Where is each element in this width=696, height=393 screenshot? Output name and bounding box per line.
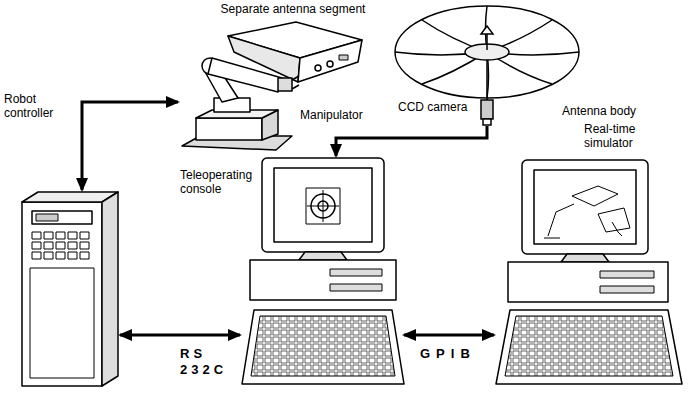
robot-controller-figure: [80, 252, 89, 259]
robot-controller-figure: [68, 232, 77, 239]
device-area: Real-time simulator: [494, 158, 684, 386]
antenna-dish-figure: [486, 34, 488, 50]
device-label: CCD camera: [398, 100, 476, 114]
simulator-computer-figure: [534, 170, 636, 244]
console-computer-figure: [307, 206, 339, 207]
robot-controller-figure: [32, 232, 89, 259]
console-computer-figure: [242, 310, 404, 384]
signal-label: RS 232C: [180, 346, 236, 378]
robot-controller-figure: [36, 214, 58, 221]
manipulator-figure: [208, 58, 282, 92]
manipulator-figure: [196, 118, 262, 140]
simulator-computer-figure: [496, 160, 682, 384]
console-computer-figure: [306, 188, 340, 224]
robot-controller-figure: [102, 192, 118, 386]
antenna-segment-figure: [298, 40, 362, 82]
simulator-computer-figure: [522, 160, 648, 254]
robot-controller-figure: [44, 252, 53, 259]
robot-controller-figure: [32, 242, 41, 249]
ccd-camera-figure: [481, 60, 493, 125]
robot-controller-figure: [68, 242, 77, 249]
device-area: Antenna body: [395, 4, 579, 100]
antenna-dish-figure: [481, 26, 493, 34]
console-computer-figure: [262, 158, 384, 252]
console-computer-figure: [330, 284, 382, 291]
signal-arrow: [82, 102, 178, 190]
device-label: Manipulator: [300, 108, 380, 122]
device-label: Separate antenna segment: [213, 2, 373, 16]
robot-controller-figure: [22, 202, 102, 386]
console-computer-figure: [330, 269, 382, 276]
robot-controller-figure: [44, 232, 53, 239]
simulator-computer-figure: [548, 204, 574, 236]
simulator-computer-figure: [496, 310, 682, 384]
antenna-segment-figure: [339, 55, 348, 60]
robot-controller-figure: [80, 232, 89, 239]
device-label: Real-time simulator: [584, 122, 666, 150]
edge-label-holder: GPIB: [420, 346, 490, 362]
simulator-computer-figure: [508, 262, 668, 302]
device-label: Teleoperating console: [180, 168, 258, 196]
simulator-computer-figure: [600, 271, 654, 278]
console-computer-figure: [299, 252, 347, 260]
signal-arrow: [120, 334, 240, 337]
robot-controller-figure: [56, 252, 65, 259]
device-label: Antenna body: [562, 104, 652, 118]
console-computer-figure: [250, 260, 396, 300]
signal-label: GPIB: [420, 346, 490, 362]
manipulator-figure: [292, 85, 299, 89]
robot-controller-figure: [32, 232, 41, 239]
device-label: Robot controller: [4, 92, 66, 120]
simulator-computer-figure: [572, 186, 618, 206]
console-computer-figure: [274, 168, 372, 242]
robot-controller-figure: [56, 232, 65, 239]
robot-controller-figure: [32, 252, 41, 259]
console-computer-figure: [242, 158, 404, 384]
robot-controller-figure: [80, 242, 89, 249]
simulator-computer-figure: [612, 222, 622, 236]
antenna-segment-figure: [327, 61, 333, 67]
ccd-camera-figure: [481, 100, 493, 119]
device-area: Manipulator: [178, 58, 298, 152]
robot-controller-figure: [44, 242, 53, 249]
robot-controller-figure: [56, 242, 65, 249]
simulator-computer-figure: [505, 316, 673, 376]
device-area: Teleoperating console: [240, 156, 404, 386]
device-area: CCD camera: [479, 100, 495, 126]
simulator-computer-figure: [544, 238, 560, 239]
simulator-computer-figure: [598, 208, 630, 232]
simulator-computer-figure: [561, 254, 609, 262]
edge-label-holder: RS 232C: [180, 346, 236, 378]
robot-controller-figure: [32, 211, 92, 224]
manipulator-figure: [292, 76, 299, 80]
ccd-camera-figure: [483, 119, 491, 125]
ccd-camera-figure: [486, 60, 488, 100]
robot-controller-figure: [30, 268, 94, 378]
manipulator-figure: [278, 78, 292, 91]
antenna-segment-figure: [315, 65, 321, 71]
robot-controller-figure: [68, 252, 77, 259]
console-computer-figure: [251, 316, 395, 376]
simulator-computer-figure: [600, 286, 654, 293]
manipulator-figure: [182, 58, 299, 150]
device-area: Robot controller: [20, 190, 120, 388]
device-area: Separate antenna segment: [222, 18, 362, 84]
signal-arrow: [336, 126, 487, 156]
signal-arrow: [404, 334, 494, 337]
robot-controller-figure: [22, 192, 118, 386]
